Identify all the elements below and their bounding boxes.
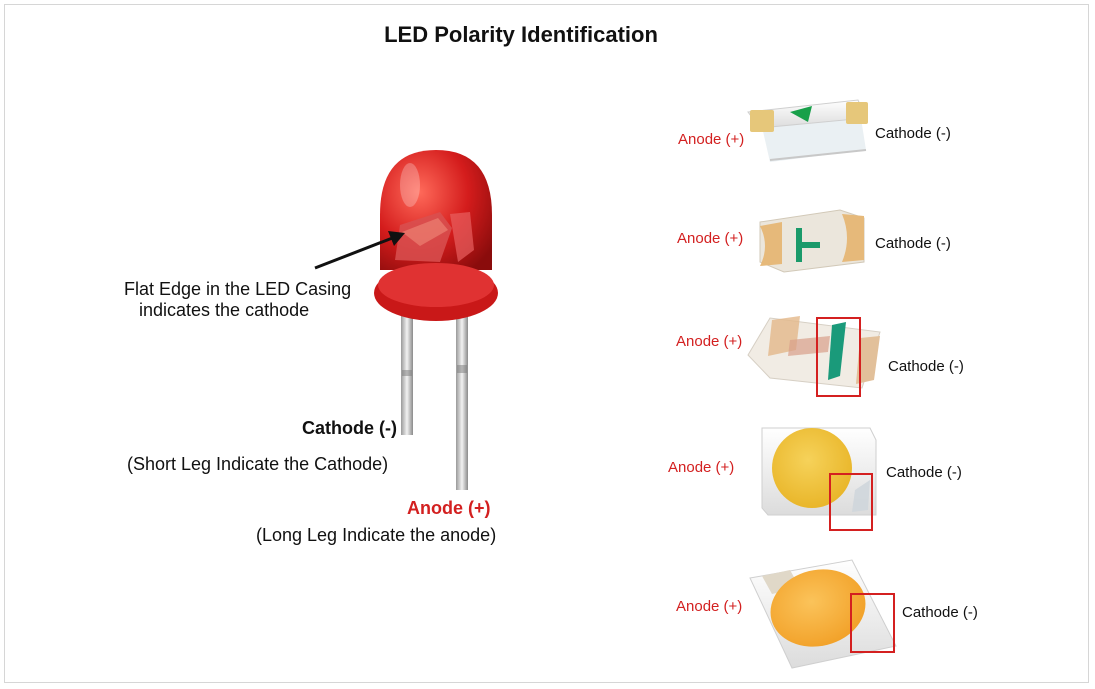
smd-3-cathode-label: Cathode (-) xyxy=(888,358,964,375)
flat-edge-caption-line1: Flat Edge in the LED Casing xyxy=(124,279,351,300)
smd-led-2 xyxy=(760,210,864,272)
led-anode-leg xyxy=(456,300,468,490)
smd-led-5 xyxy=(750,560,896,668)
smd-2-cathode-label: Cathode (-) xyxy=(875,235,951,252)
smd-5-anode-label: Anode (+) xyxy=(676,598,742,615)
led-cathode-leg xyxy=(401,300,413,435)
smd-1-anode-label: Anode (+) xyxy=(678,131,744,148)
smd-led-3 xyxy=(748,316,880,396)
flat-edge-caption-line2: indicates the cathode xyxy=(139,300,309,321)
smd-4-cathode-label: Cathode (-) xyxy=(886,464,962,481)
smd-2-anode-label: Anode (+) xyxy=(677,230,743,247)
smd-led-4 xyxy=(762,428,876,530)
cathode-note: (Short Leg Indicate the Cathode) xyxy=(127,454,388,475)
anode-label: Anode (+) xyxy=(407,498,491,519)
smd-3-anode-label: Anode (+) xyxy=(676,333,742,350)
smd-5-cathode-label: Cathode (-) xyxy=(902,604,978,621)
cathode-label: Cathode (-) xyxy=(302,418,397,439)
anode-note: (Long Leg Indicate the anode) xyxy=(256,525,496,546)
smd-4-anode-label: Anode (+) xyxy=(668,459,734,476)
smd-1-cathode-label: Cathode (-) xyxy=(875,125,951,142)
smd-led-1 xyxy=(748,100,868,162)
